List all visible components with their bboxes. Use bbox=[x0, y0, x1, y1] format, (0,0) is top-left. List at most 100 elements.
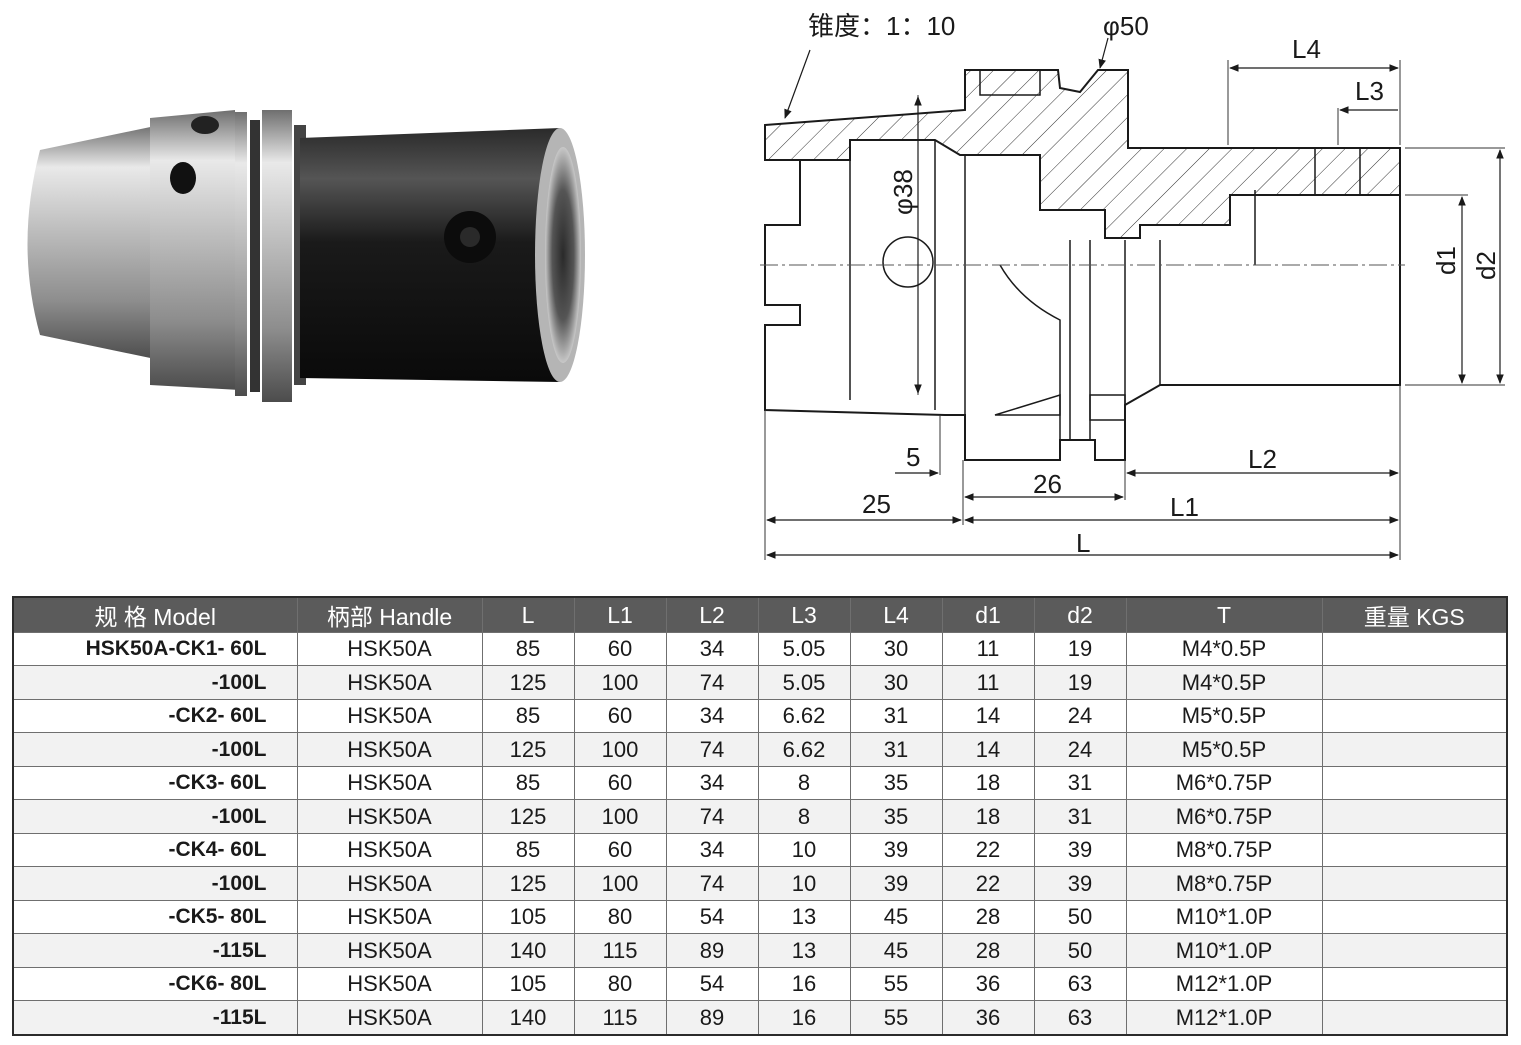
table-cell: 85 bbox=[481, 765, 575, 801]
column-header: L4 bbox=[849, 596, 943, 633]
table-cell: 125 bbox=[481, 866, 575, 901]
table-cell: 6.62 bbox=[757, 732, 851, 767]
table-cell: 105 bbox=[481, 966, 575, 1002]
table-cell bbox=[1321, 832, 1508, 868]
table-cell bbox=[1321, 866, 1508, 901]
table-cell: 74 bbox=[665, 732, 759, 767]
table-cell: HSK50A bbox=[296, 1000, 483, 1036]
table-cell: 16 bbox=[757, 966, 851, 1002]
table-cell: M4*0.5P bbox=[1125, 665, 1323, 700]
table-cell: 16 bbox=[757, 1000, 851, 1036]
table-cell: 115 bbox=[573, 1000, 667, 1036]
model-cell: -CK3- 60L bbox=[12, 765, 298, 801]
table-cell: 8 bbox=[757, 799, 851, 834]
table-cell: 30 bbox=[849, 631, 943, 667]
table-cell: M10*1.0P bbox=[1125, 899, 1323, 935]
table-cell: 14 bbox=[941, 732, 1035, 767]
model-cell: -CK5- 80L bbox=[12, 899, 298, 935]
technical-drawing: 锥度：1：10 φ50 φ38 L4 L3 d1 d2 5 L2 26 25 L… bbox=[760, 11, 1505, 560]
table-cell: 55 bbox=[849, 1000, 943, 1036]
table-cell bbox=[1321, 698, 1508, 734]
column-header: 规 格 Model bbox=[12, 596, 298, 633]
table-cell: 19 bbox=[1033, 631, 1127, 667]
table-cell: 60 bbox=[573, 631, 667, 667]
table-cell: M12*1.0P bbox=[1125, 1000, 1323, 1036]
table-cell: M5*0.5P bbox=[1125, 732, 1323, 767]
table-cell: 54 bbox=[665, 966, 759, 1002]
column-header: L bbox=[481, 596, 575, 633]
table-cell: HSK50A bbox=[296, 732, 483, 767]
table-cell bbox=[1321, 1000, 1508, 1036]
table-cell: 60 bbox=[573, 832, 667, 868]
table-cell: 13 bbox=[757, 933, 851, 968]
table-cell: 39 bbox=[1033, 832, 1127, 868]
table-cell: 50 bbox=[1033, 899, 1127, 935]
table-cell: 34 bbox=[665, 631, 759, 667]
table-cell: M4*0.5P bbox=[1125, 631, 1323, 667]
table-cell: 18 bbox=[941, 799, 1035, 834]
table-cell bbox=[1321, 899, 1508, 935]
table-cell: 74 bbox=[665, 799, 759, 834]
dim-L: L bbox=[1076, 528, 1090, 558]
model-cell: -100L bbox=[12, 799, 298, 834]
table-cell: 31 bbox=[849, 698, 943, 734]
table-cell: 100 bbox=[573, 799, 667, 834]
dim-L3: L3 bbox=[1355, 76, 1384, 106]
table-cell: 11 bbox=[941, 631, 1035, 667]
table-cell: 39 bbox=[849, 866, 943, 901]
model-cell: -115L bbox=[12, 1000, 298, 1036]
table-cell: 45 bbox=[849, 933, 943, 968]
column-header: L1 bbox=[573, 596, 667, 633]
table-cell: HSK50A bbox=[296, 832, 483, 868]
table-cell: 100 bbox=[573, 665, 667, 700]
table-cell: 50 bbox=[1033, 933, 1127, 968]
table-cell: 89 bbox=[665, 1000, 759, 1036]
table-cell bbox=[1321, 799, 1508, 834]
table-cell: 125 bbox=[481, 665, 575, 700]
table-cell: M12*1.0P bbox=[1125, 966, 1323, 1002]
table-cell: 140 bbox=[481, 933, 575, 968]
model-cell: HSK50A-CK1- 60L bbox=[12, 631, 298, 667]
table-cell: 5.05 bbox=[757, 665, 851, 700]
table-cell: 54 bbox=[665, 899, 759, 935]
column-header: L2 bbox=[665, 596, 759, 633]
table-cell: M8*0.75P bbox=[1125, 866, 1323, 901]
table-cell: 74 bbox=[665, 665, 759, 700]
table-cell: 100 bbox=[573, 732, 667, 767]
column-header: 柄部 Handle bbox=[296, 596, 483, 633]
table-cell: 31 bbox=[849, 732, 943, 767]
model-cell: -100L bbox=[12, 665, 298, 700]
table-cell: 55 bbox=[849, 966, 943, 1002]
table-cell: HSK50A bbox=[296, 866, 483, 901]
table-cell: 89 bbox=[665, 933, 759, 968]
table-cell: 100 bbox=[573, 866, 667, 901]
table-cell: 10 bbox=[757, 866, 851, 901]
dim-L2: L2 bbox=[1248, 444, 1277, 474]
table-cell: 18 bbox=[941, 765, 1035, 801]
column-header: L3 bbox=[757, 596, 851, 633]
column-header: d2 bbox=[1033, 596, 1127, 633]
model-cell: -115L bbox=[12, 933, 298, 968]
table-cell: HSK50A bbox=[296, 933, 483, 968]
table-cell: 80 bbox=[573, 966, 667, 1002]
table-cell: 85 bbox=[481, 832, 575, 868]
table-cell: HSK50A bbox=[296, 665, 483, 700]
dim-phi38: φ38 bbox=[888, 169, 918, 215]
table-cell bbox=[1321, 665, 1508, 700]
table-cell: 105 bbox=[481, 899, 575, 935]
table-cell: 35 bbox=[849, 799, 943, 834]
table-cell: 36 bbox=[941, 1000, 1035, 1036]
model-cell: -CK4- 60L bbox=[12, 832, 298, 868]
table-cell: 34 bbox=[665, 832, 759, 868]
